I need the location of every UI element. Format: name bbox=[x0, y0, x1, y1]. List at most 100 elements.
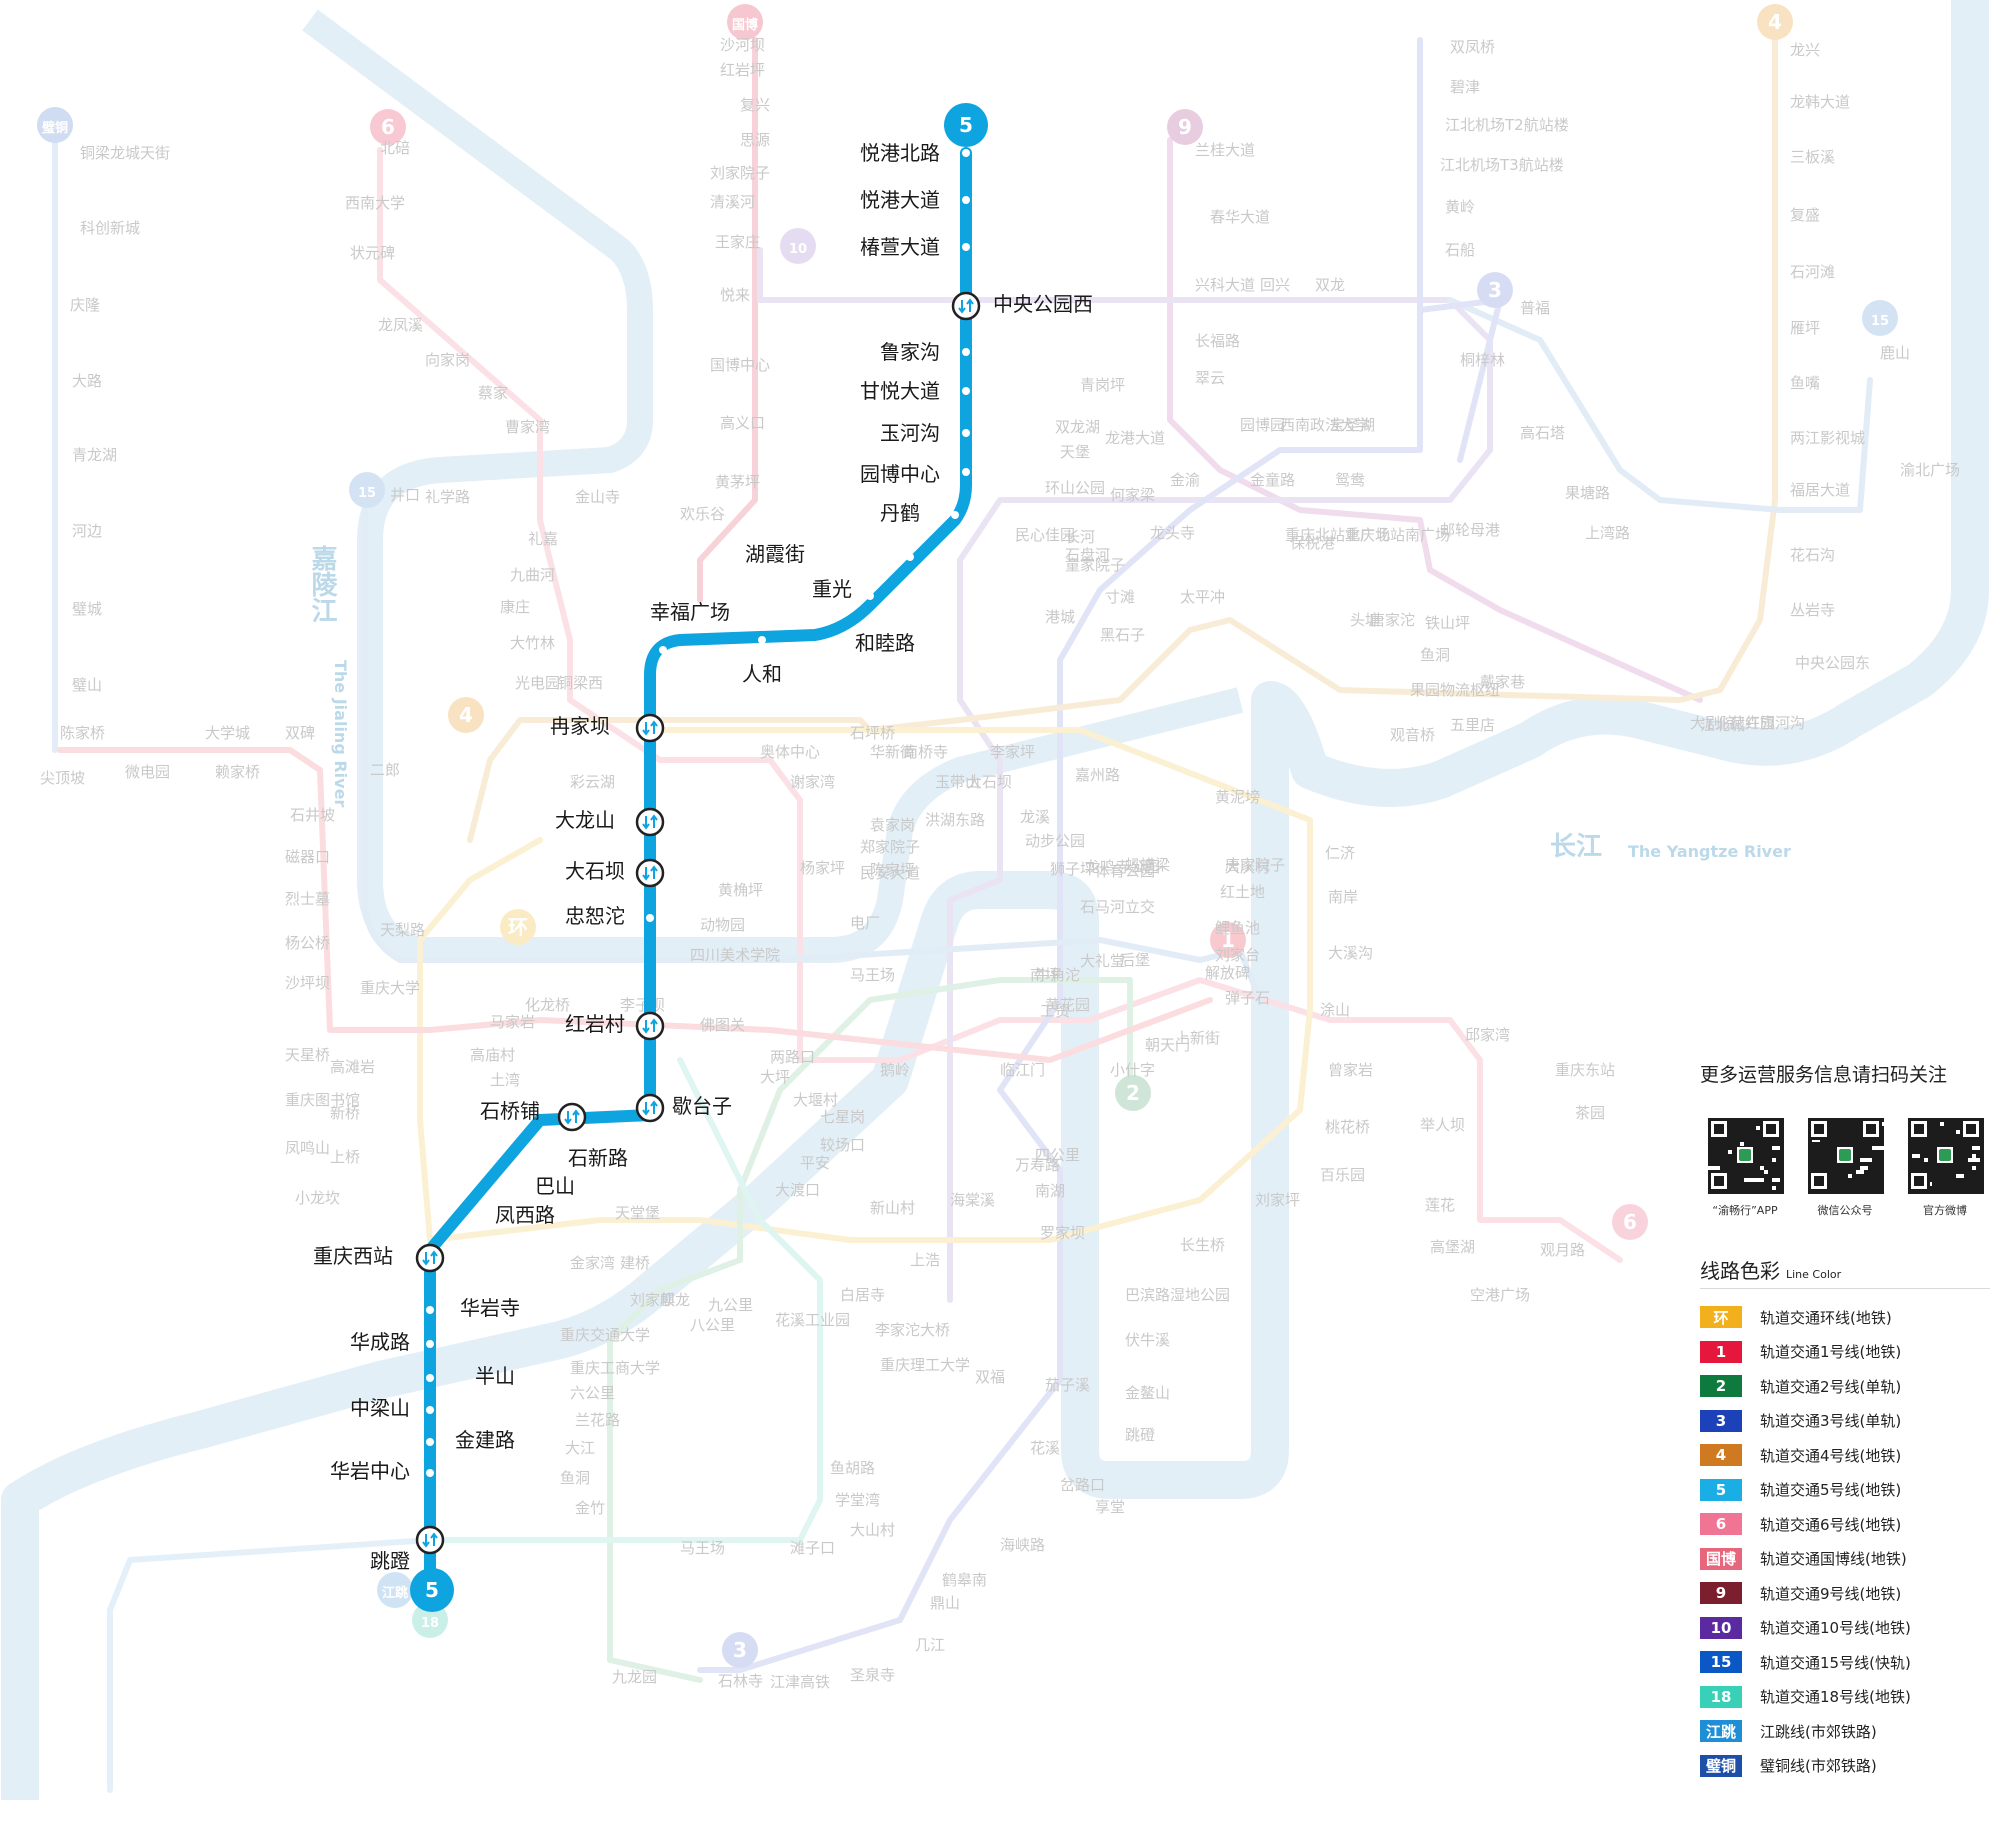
line-5-station-dot[interactable] bbox=[906, 553, 914, 561]
line-5-station-dot[interactable] bbox=[494, 1206, 502, 1214]
line-5-station-dot[interactable] bbox=[951, 511, 959, 519]
faded-station-label: 复盛 bbox=[1790, 206, 1820, 224]
qr-weibo[interactable]: 官方微博 bbox=[1900, 1116, 1990, 1218]
line-5-station-dot[interactable] bbox=[962, 243, 970, 251]
faded-station-label: 金童路 bbox=[1250, 471, 1295, 489]
line-5-station-label[interactable]: 园博中心 bbox=[860, 462, 940, 486]
line-5-station-dot[interactable] bbox=[426, 1469, 434, 1477]
line-5-station-label[interactable]: 玉河沟 bbox=[880, 421, 940, 445]
faded-station-label: 观月路 bbox=[1540, 1241, 1585, 1259]
line-5-station-label[interactable]: 中梁山 bbox=[350, 1396, 410, 1420]
line-5-station-label[interactable]: 中央公园西 bbox=[993, 292, 1093, 316]
line-5-interchange-marker[interactable] bbox=[635, 713, 665, 743]
faded-line-badge bbox=[1210, 922, 1246, 958]
line-5-station-label[interactable]: 幸福广场 bbox=[650, 600, 730, 624]
qr-code-icon bbox=[1906, 1116, 1984, 1194]
legend-label: 轨道交通9号线(地铁) bbox=[1760, 1584, 1902, 1603]
line-5-station-dot[interactable] bbox=[426, 1406, 434, 1414]
line-5-station-label[interactable]: 华岩寺 bbox=[460, 1296, 520, 1320]
qr-wechat[interactable]: 微信公众号 bbox=[1800, 1116, 1890, 1218]
line-5-interchange-marker[interactable] bbox=[557, 1102, 587, 1132]
line-5-interchange-marker[interactable] bbox=[415, 1243, 445, 1273]
faded-line-badge-text: 环 bbox=[508, 915, 528, 939]
line-5-station-dot[interactable] bbox=[536, 1146, 544, 1154]
faded-station-label: 青岗坪 bbox=[1080, 376, 1125, 394]
line-5-station-label[interactable]: 重光 bbox=[812, 577, 852, 601]
legend-swatch: 环 bbox=[1700, 1306, 1742, 1329]
faded-station-label: 动物园 bbox=[700, 916, 745, 934]
line-5-station-label[interactable]: 华岩中心 bbox=[330, 1459, 410, 1483]
line-5-interchange-marker[interactable] bbox=[635, 1011, 665, 1041]
line-loop-faded bbox=[417, 727, 1313, 1243]
qr-app[interactable]: “渝畅行”APP bbox=[1700, 1116, 1790, 1218]
line-5-station-label[interactable]: 椿萱大道 bbox=[860, 235, 940, 259]
line-5-station-label[interactable]: 华成路 bbox=[350, 1330, 410, 1354]
faded-station-label: 华新街 bbox=[870, 743, 915, 761]
faded-station-label: 伏牛溪 bbox=[1125, 1331, 1170, 1349]
line-5-station-label[interactable]: 重庆西站 bbox=[313, 1244, 393, 1268]
line-5-station-dot[interactable] bbox=[962, 429, 970, 437]
line-5-station-label[interactable]: 人和 bbox=[742, 662, 782, 686]
faded-station-label: 戴家巷 bbox=[1480, 673, 1525, 691]
line-5-station-label[interactable]: 鲁家沟 bbox=[880, 340, 940, 364]
line-5-station-label[interactable]: 歇台子 bbox=[672, 1094, 732, 1118]
line-5-station-dot[interactable] bbox=[962, 387, 970, 395]
line-5-interchange-marker[interactable] bbox=[415, 1525, 445, 1555]
line-5-station-dot[interactable] bbox=[866, 592, 874, 600]
line-5-station-label[interactable]: 石桥铺 bbox=[480, 1099, 540, 1123]
line-5-station-dot[interactable] bbox=[426, 1306, 434, 1314]
line-5-station-label[interactable]: 大龙山 bbox=[555, 808, 615, 832]
faded-station-label: 鱼胡路 bbox=[830, 1459, 875, 1477]
faded-station-label: 二郎 bbox=[370, 761, 400, 779]
line-5-station-dot[interactable] bbox=[962, 468, 970, 476]
faded-station-labels: 沙河坝红岩坪复兴思源刘家院子清溪河王家庄悦来国博中心高义口黄茅坪欢乐谷北碚西南大… bbox=[40, 36, 1960, 1691]
line-5-station-dot[interactable] bbox=[426, 1340, 434, 1348]
line-5-station-label[interactable]: 悦港北路 bbox=[860, 141, 940, 165]
faded-station-label: 铜梁西 bbox=[558, 674, 603, 692]
line-5-station-label[interactable]: 冉家坝 bbox=[550, 714, 610, 738]
line-5-station-label[interactable]: 忠恕沱 bbox=[565, 904, 625, 928]
line-5-station-label[interactable]: 石新路 bbox=[568, 1146, 628, 1170]
line-5-station-dot[interactable] bbox=[846, 640, 854, 648]
line-5-station-label[interactable]: 大石坝 bbox=[565, 859, 625, 883]
line-5-station-dot[interactable] bbox=[646, 914, 654, 922]
faded-station-label: 重庆图书馆 bbox=[285, 1091, 360, 1109]
line-5-station-label[interactable]: 甘悦大道 bbox=[860, 379, 940, 403]
faded-line-badge bbox=[1862, 300, 1898, 336]
faded-station-label: 春华大道 bbox=[1210, 208, 1270, 226]
line-5-station-label[interactable]: 巴山 bbox=[535, 1174, 575, 1198]
line-5-station-dot[interactable] bbox=[758, 636, 766, 644]
line-5-station-dot[interactable] bbox=[659, 646, 667, 654]
line-5-station-dot[interactable] bbox=[962, 348, 970, 356]
line-5-station-label[interactable]: 跳蹬 bbox=[370, 1549, 410, 1573]
line-5-station-dot[interactable] bbox=[962, 149, 970, 157]
line-5-station-dot[interactable] bbox=[426, 1438, 434, 1446]
legend-label: 轨道交通3号线(单轨) bbox=[1760, 1412, 1902, 1431]
faded-station-label: 尖顶坡 bbox=[40, 769, 85, 787]
line-5-station-label[interactable]: 红岩村 bbox=[565, 1012, 625, 1036]
faded-station-label: 化龙桥 bbox=[525, 996, 570, 1014]
line-5-station-label[interactable]: 丹鹤 bbox=[880, 501, 920, 525]
line-5-interchange-marker[interactable] bbox=[635, 858, 665, 888]
qr-app-caption: “渝畅行”APP bbox=[1712, 1204, 1778, 1217]
line-5-station-label[interactable]: 和睦路 bbox=[855, 631, 915, 655]
line-5-interchange-marker[interactable] bbox=[635, 807, 665, 837]
line-5-interchange-marker[interactable] bbox=[951, 291, 981, 321]
faded-station-label: 金家湾 bbox=[570, 1254, 615, 1272]
faded-station-label: 鸳鸯 bbox=[1335, 471, 1365, 489]
line-5-station-label[interactable]: 金建路 bbox=[455, 1428, 515, 1452]
line-5-station-label[interactable]: 湖霞街 bbox=[745, 542, 805, 566]
legend-swatch: 10 bbox=[1700, 1616, 1742, 1639]
faded-station-label: 新山村 bbox=[870, 1199, 915, 1217]
faded-station-label: 鹤皋南 bbox=[942, 1571, 987, 1589]
line-5-station-label[interactable]: 凤西路 bbox=[495, 1203, 555, 1227]
line-5-interchange-marker[interactable] bbox=[635, 1093, 665, 1123]
line-5-station-dot[interactable] bbox=[962, 196, 970, 204]
legend-row: 璧铜璧铜线(市郊铁路) bbox=[1700, 1749, 1990, 1784]
line-5-station-label[interactable]: 半山 bbox=[475, 1364, 515, 1388]
line-5-station-dot[interactable] bbox=[516, 1176, 524, 1184]
line-5-station-dot[interactable] bbox=[426, 1374, 434, 1382]
line-5-station-label[interactable]: 悦港大道 bbox=[860, 188, 940, 212]
faded-station-label: 佛图关 bbox=[700, 1016, 745, 1034]
faded-station-label: 四川美术学院 bbox=[690, 946, 780, 964]
